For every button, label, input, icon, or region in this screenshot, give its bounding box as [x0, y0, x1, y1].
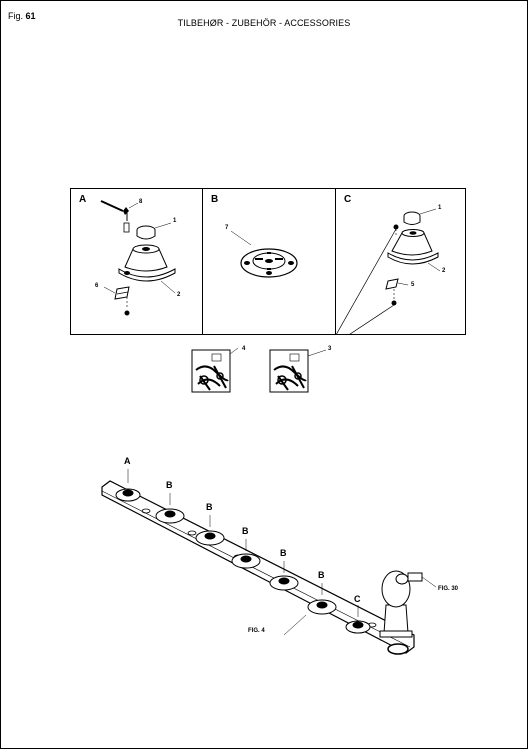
disc-label-c: C: [354, 594, 361, 604]
fig-number: 61: [25, 11, 36, 21]
disc-label-b-3: B: [242, 526, 249, 536]
callout-1: 1: [173, 218, 177, 224]
callout-4: 4: [242, 346, 246, 352]
panel-a-drawing: [100, 200, 176, 316]
callout-1: 1: [438, 205, 442, 211]
cutterbar-assembly: [101, 469, 437, 655]
disc-label-b-1: B: [166, 480, 173, 490]
disc-label-b-5: B: [318, 570, 325, 580]
callout-6: 6: [95, 283, 99, 289]
bag-4: [191, 347, 239, 393]
callout-2: 2: [177, 292, 181, 298]
figure-number: Fig. 61: [8, 11, 36, 21]
panel-a-label: A: [79, 194, 87, 205]
panel-a: A 8 1: [71, 189, 201, 334]
page-title: TILBEHØR - ZUBEHÖR - ACCESSORIES: [177, 18, 351, 28]
fig-prefix: Fig.: [8, 11, 24, 21]
disc-label-b-2: B: [206, 502, 213, 512]
panel-c: C 1 2 5: [335, 189, 466, 334]
panel-c-drawing: [336, 208, 441, 334]
callout-5: 5: [411, 282, 415, 288]
fig-4-reference: FIG. 4: [248, 628, 265, 634]
callout-3: 3: [328, 346, 332, 352]
detail-panels: A 8 1: [70, 188, 466, 335]
panel-b: B 7: [202, 189, 335, 334]
bag-3: [269, 349, 327, 393]
panel-b-label: B: [211, 194, 219, 205]
disc-label-a: A: [124, 456, 131, 466]
disc-label-b-4: B: [280, 548, 287, 558]
callout-7: 7: [225, 225, 229, 231]
panel-b-drawing: [230, 230, 298, 278]
panel-c-label: C: [344, 194, 352, 205]
callout-8: 8: [139, 199, 143, 205]
parts-bags: [191, 347, 327, 393]
callout-2: 2: [442, 268, 446, 274]
fig-30-reference: FIG. 30: [438, 586, 459, 592]
